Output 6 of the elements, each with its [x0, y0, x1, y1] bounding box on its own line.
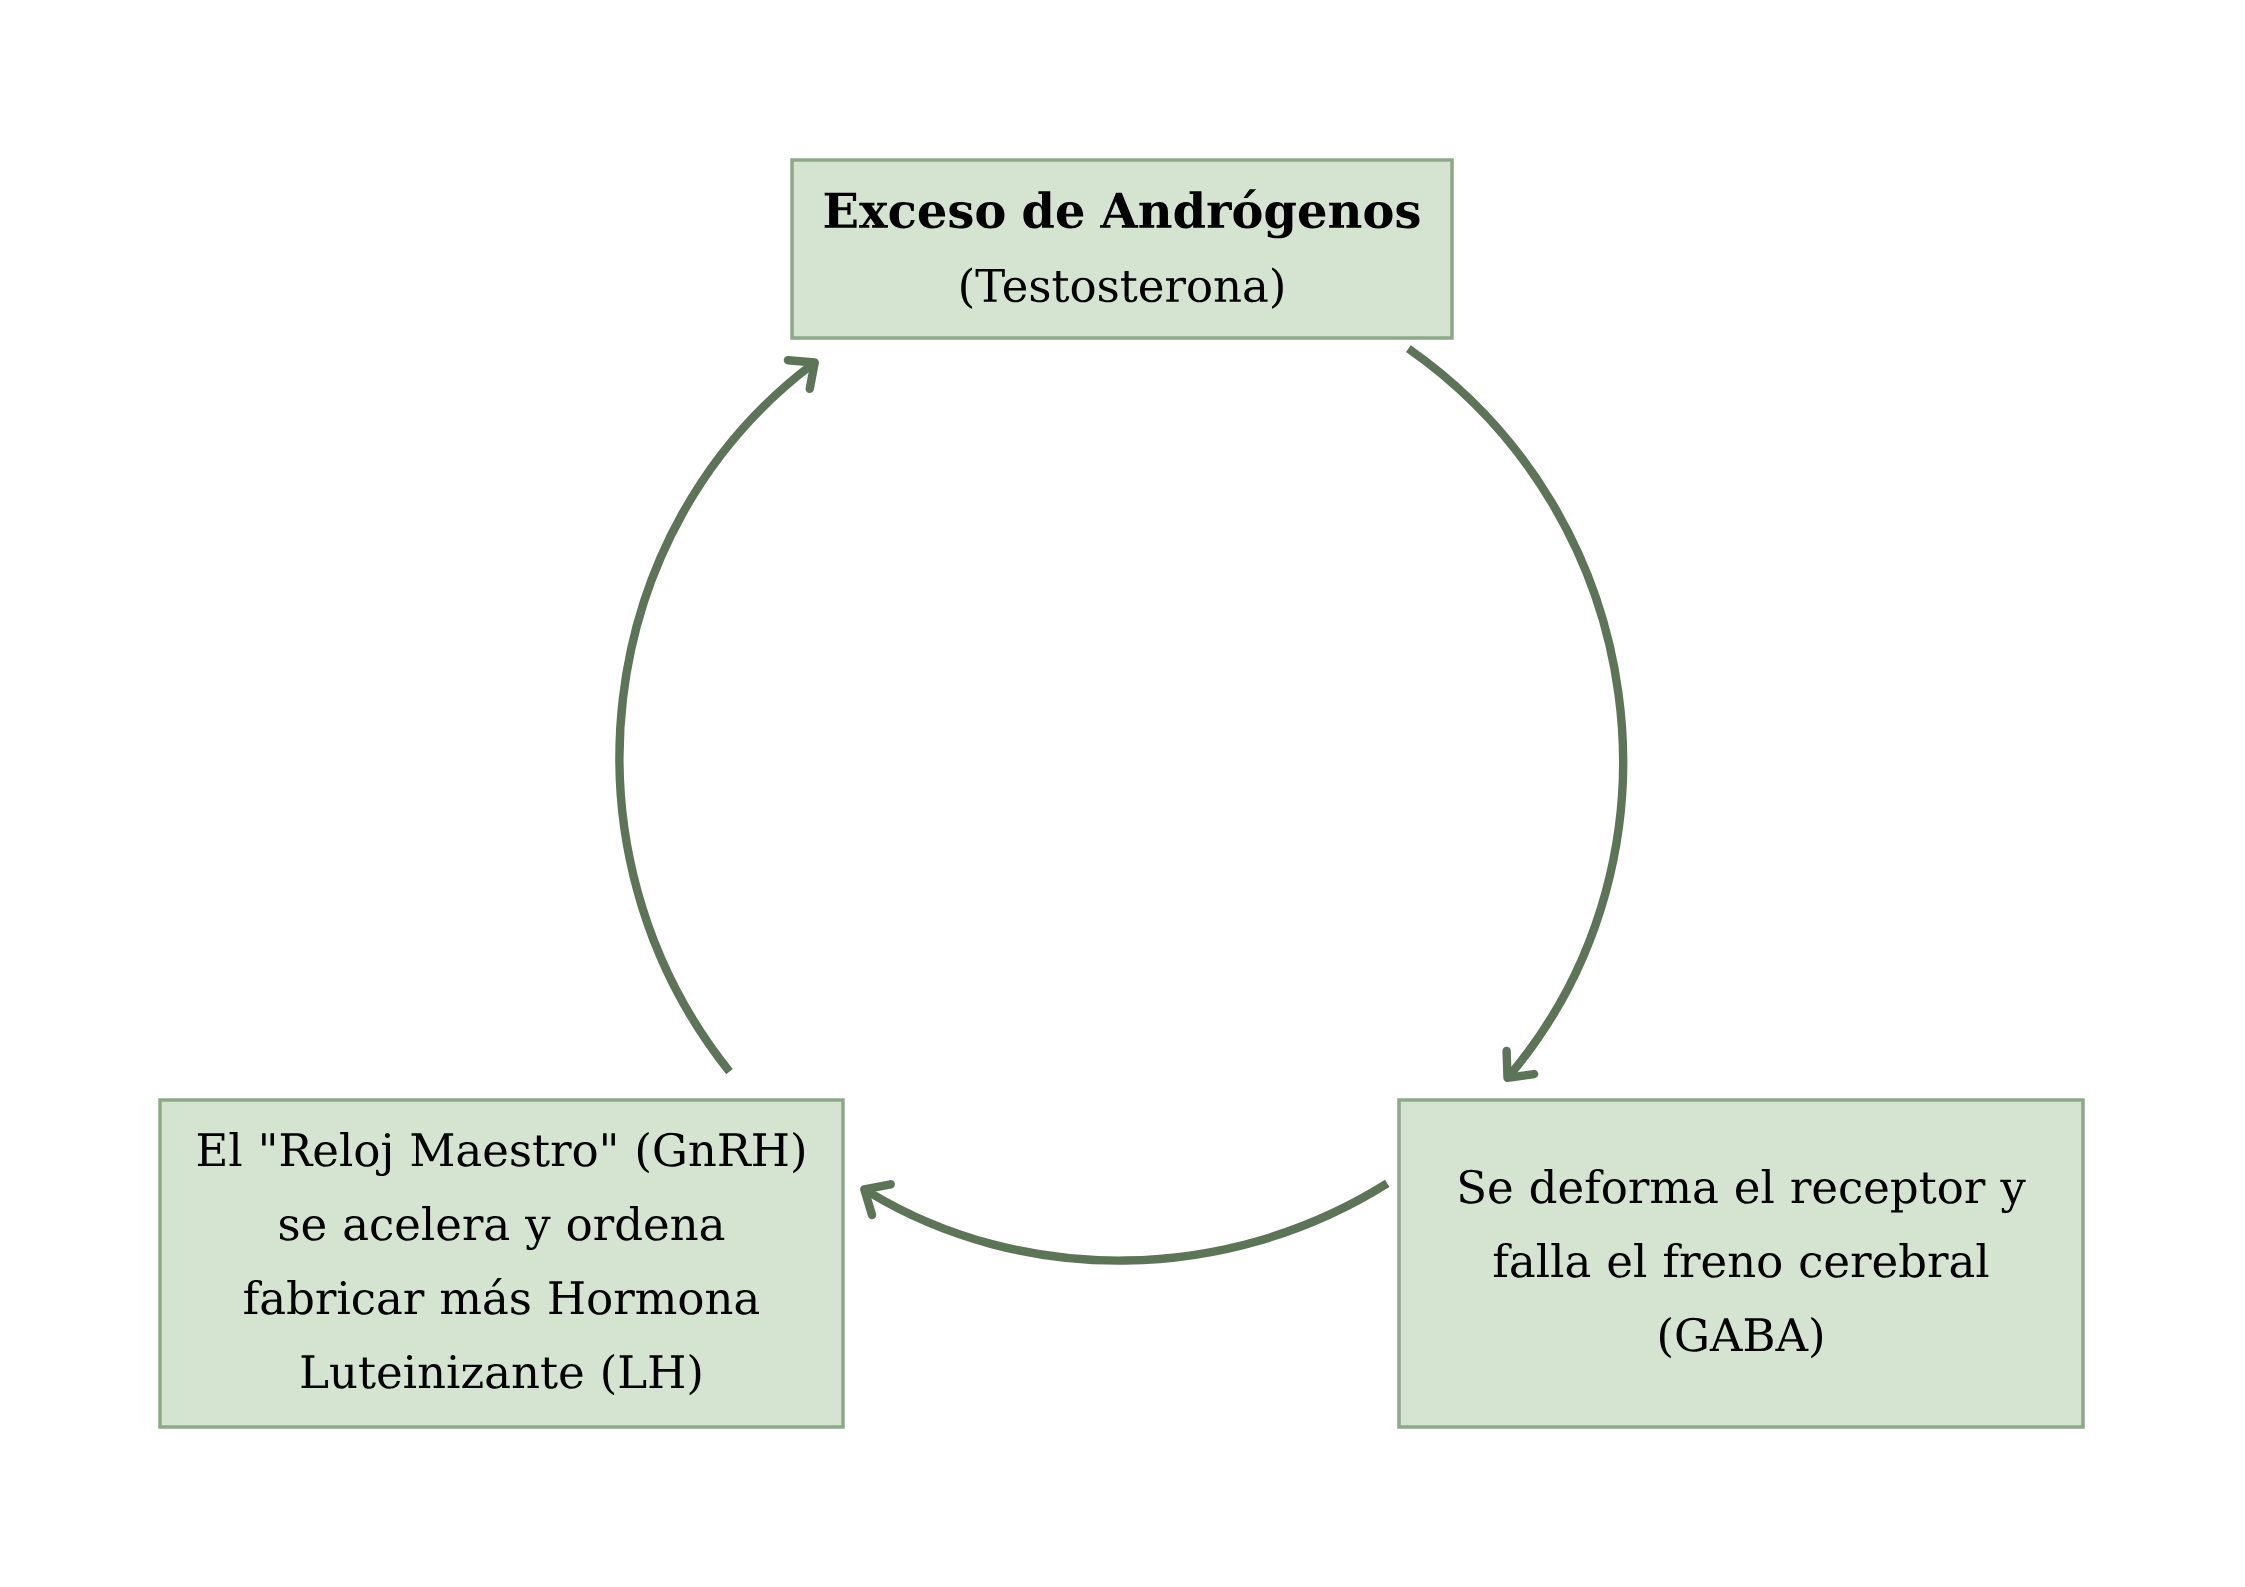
curved-arrow [1405, 345, 1628, 1082]
process-box: El "Reloj Maestro" (GnRH) se acelera y ordena fabricar más Hormona Luteinizante (LH) [158, 1098, 845, 1429]
curved-arrow [615, 356, 819, 1074]
process-box: Exceso de Andrógenos (Testosterona) [790, 158, 1454, 340]
process-box: Se deforma el receptor y falla el freno cerebral (GABA) [1397, 1098, 2085, 1429]
curved-arrow [860, 1179, 1390, 1265]
